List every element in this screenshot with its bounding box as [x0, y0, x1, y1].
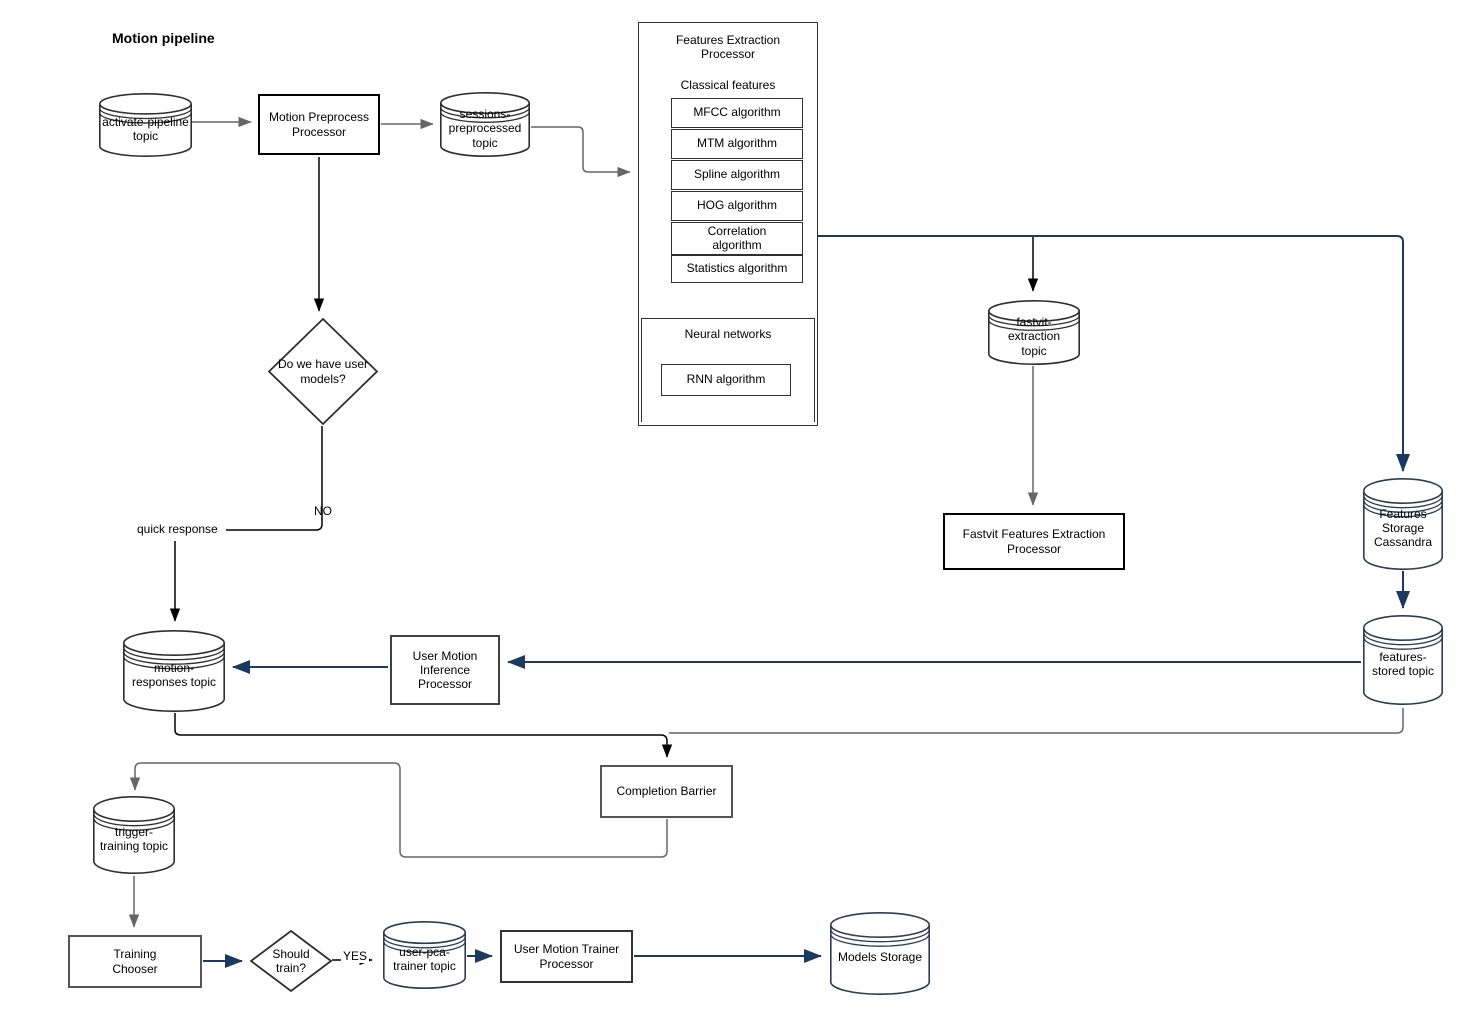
edge-label-no: NO — [314, 504, 332, 518]
edge-label-yes: YES — [341, 949, 370, 964]
topic-trigger-training-label: trigger-training topic — [99, 824, 169, 853]
processor-user-motion-trainer: User Motion Trainer Processor — [500, 930, 633, 983]
processor-motion-preprocess: Motion Preprocess Processor — [258, 94, 380, 155]
topic-motion-responses-label: motion-responses topic — [131, 660, 217, 689]
processor-training-chooser-label: Training Chooser — [112, 947, 158, 976]
edge-barrier-to-triggertopic — [129, 762, 668, 858]
edge-sessions-to-features — [531, 126, 631, 178]
neural-networks-label: Neural networks — [684, 327, 772, 341]
diagram-title: Motion pipeline — [112, 30, 215, 46]
algorithm-mtm-label: MTM algorithm — [696, 136, 777, 151]
algorithm-mfcc: MFCC algorithm — [671, 98, 803, 128]
processor-fastvit-extraction-label: Fastvit Features Extraction Processor — [962, 527, 1106, 556]
edge-label-quick-response: quick response — [137, 522, 218, 536]
storage-models: Models Storage — [830, 912, 930, 995]
processor-user-motion-inference: User Motion Inference Processor — [390, 635, 500, 705]
processor-features-extraction: Features Extraction Processor Classical … — [638, 22, 818, 426]
algorithm-mfcc-label: MFCC algorithm — [693, 105, 781, 120]
algorithm-statistics: Statistics algorithm — [671, 255, 803, 283]
algorithm-rnn: RNN algorithm — [661, 364, 791, 396]
topic-trigger-training: trigger-training topic — [93, 796, 175, 874]
edge-features-to-cassandra — [818, 235, 1410, 472]
topic-sessions-preprocessed-label: sessions-preprocessed topic — [448, 107, 522, 150]
algorithm-mtm: MTM algorithm — [671, 129, 803, 159]
topic-activate-pipeline: activate-pipeline topic — [99, 93, 192, 157]
algorithm-statistics-label: Statistics algorithm — [686, 261, 788, 276]
edge-featuresstored-to-barrier — [669, 708, 1404, 734]
topic-sessions-preprocessed: sessions-preprocessed topic — [440, 92, 530, 157]
storage-features-cassandra: Features Storage Cassandra — [1363, 478, 1443, 570]
storage-features-cassandra-label: Features Storage Cassandra — [1373, 506, 1433, 550]
processor-user-motion-inference-label: User Motion Inference Processor — [412, 648, 478, 692]
edge-motionresponses-to-barrier — [174, 713, 673, 758]
topic-user-pca-trainer: user-pca-trainer topic — [383, 921, 466, 989]
storage-models-label: Models Storage — [837, 950, 923, 965]
topic-user-pca-trainer-label: user-pca-trainer topic — [393, 944, 456, 973]
topic-activate-pipeline-label: activate-pipeline topic — [102, 114, 189, 143]
decision-user-models-label: Do we have user models? — [277, 357, 369, 386]
processor-fastvit-extraction: Fastvit Features Extraction Processor — [943, 513, 1125, 570]
classical-features-label: Classical features — [680, 78, 776, 92]
topic-motion-responses: motion-responses topic — [123, 630, 225, 712]
algorithm-spline: Spline algorithm — [671, 160, 803, 190]
topic-features-stored-label: features-stored topic — [1371, 649, 1435, 678]
decision-should-train: Should train? — [250, 930, 332, 992]
processor-completion-barrier: Completion Barrier — [600, 765, 733, 818]
topic-fastvit-extraction-label: fastvit-extraction topic — [1007, 315, 1061, 358]
processor-user-motion-trainer-label: User Motion Trainer Processor — [513, 942, 620, 971]
features-extraction-title: Features Extraction Processor — [675, 33, 781, 62]
topic-features-stored: features-stored topic — [1363, 615, 1443, 705]
topic-fastvit-extraction: fastvit-extraction topic — [988, 300, 1080, 365]
processor-completion-barrier-label: Completion Barrier — [616, 784, 717, 799]
processor-motion-preprocess-label: Motion Preprocess Processor — [268, 110, 370, 139]
processor-training-chooser: Training Chooser — [68, 935, 202, 988]
algorithm-hog: HOG algorithm — [671, 191, 803, 221]
algorithm-correlation: Correlation algorithm — [671, 222, 803, 255]
decision-should-train-label: Should train? — [272, 946, 310, 975]
algorithm-spline-label: Spline algorithm — [693, 167, 781, 182]
algorithm-hog-label: HOG algorithm — [696, 198, 778, 213]
algorithm-correlation-label: Correlation algorithm — [707, 223, 767, 252]
edge-decision-no-elbow — [226, 426, 323, 531]
algorithm-rnn-label: RNN algorithm — [686, 372, 766, 387]
decision-user-models: Do we have user models? — [268, 318, 378, 425]
